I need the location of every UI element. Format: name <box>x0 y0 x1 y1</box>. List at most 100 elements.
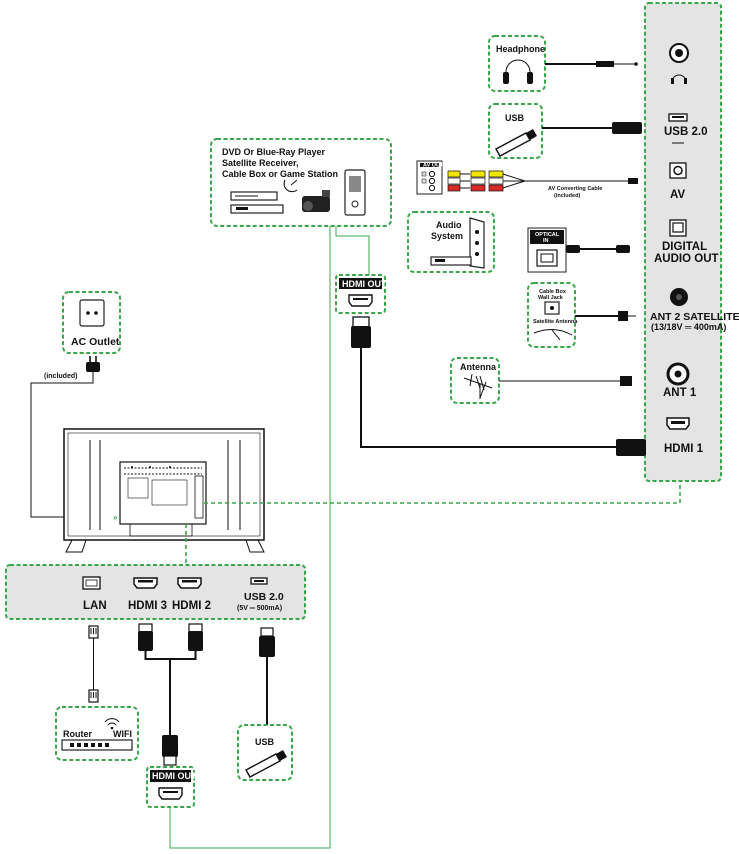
included-label: (included) <box>44 373 77 380</box>
optical-label1: OPTICAL <box>535 232 560 238</box>
bottom-connector-panel: LAN HDMI 3 HDMI 2 USB 2.0 (5V ═ 500mA) <box>5 564 306 620</box>
satellite-wall-jack-device: Cable Box Wall Jack Satellite Antenna <box>527 282 578 348</box>
coax-port-icon <box>676 294 682 300</box>
hdmi-port-icon <box>138 580 153 583</box>
usb-bottom-device: USB <box>237 724 293 781</box>
tv-foot-right <box>245 539 265 553</box>
hdmi-out-top-label: HDMI OUT <box>342 279 387 289</box>
hdmi2-label: HDMI 2 <box>172 600 211 612</box>
lan-label: LAN <box>83 600 107 612</box>
antenna-icon <box>463 373 493 399</box>
lan-port[interactable] <box>82 576 101 590</box>
tv-foot-left <box>65 539 87 553</box>
usb-2-0-side-port[interactable] <box>668 113 688 122</box>
hdmi3-plug <box>138 623 153 651</box>
power-cord <box>30 372 110 518</box>
audio-system-device: Audio System <box>407 211 495 273</box>
av-port-icon <box>673 165 683 176</box>
lan-port-icon <box>85 579 98 587</box>
ant2-voltage-label: (13/18V ═ 400mA) <box>651 322 726 332</box>
headphone-jack[interactable] <box>669 43 689 84</box>
camcorder-icon <box>302 190 330 212</box>
hdmi2-plug <box>188 623 203 651</box>
av-label: AV <box>670 189 685 201</box>
hdmi1-port[interactable] <box>666 417 690 430</box>
hdmi3-port[interactable] <box>133 577 158 589</box>
satellite-antenna-icon <box>533 329 573 341</box>
hdmi1-cable <box>360 348 622 448</box>
router-label: Router <box>63 729 92 739</box>
usb-stick-icon <box>495 129 537 157</box>
headphone-device: Headphone <box>488 35 546 92</box>
router-device: Router WIFI <box>55 706 139 761</box>
antenna-label: Antenna <box>460 362 497 372</box>
cable-box-icon <box>230 191 284 214</box>
digital-label: DIGITAL <box>662 241 707 253</box>
optical-label2: IN <box>543 238 549 244</box>
usb-bottom-label: USB <box>255 737 275 747</box>
optical-in-block: OPTICAL IN <box>527 227 567 273</box>
audio-line1: Audio <box>436 220 462 230</box>
optical-port-icon <box>672 222 684 233</box>
tv-back: » <box>63 428 265 553</box>
headphone-label: Headphone <box>496 44 545 54</box>
router-ports <box>70 743 109 747</box>
hdmi1-label: HDMI 1 <box>664 443 704 455</box>
av-out-block: AV OUT <box>416 160 444 195</box>
ant1-port[interactable] <box>666 362 690 386</box>
game-console-icon <box>344 169 366 216</box>
hdmi-port-icon <box>158 787 183 800</box>
usb-bottom-label1: USB 2.0 <box>244 591 284 603</box>
power-arrow-icon: » <box>113 513 118 522</box>
usb-port-icon <box>254 580 264 582</box>
speaker-icon <box>469 217 485 269</box>
hdmi-out-bottom-device: HDMI OUT <box>146 766 197 808</box>
av-rca-plugs <box>447 170 526 192</box>
dvd-player-device: DVD Or Blue-Ray Player Satellite Receive… <box>210 138 392 227</box>
dvd-line3: Cable Box or Game Station <box>222 169 338 179</box>
hdmi-port-icon <box>671 421 685 424</box>
power-plug-icon <box>86 356 100 372</box>
usb-port-icon <box>672 116 684 118</box>
wifi-icon <box>104 718 120 730</box>
hdmi3-label: HDMI 3 <box>128 600 167 612</box>
usb-top-label: USB <box>505 113 525 123</box>
sat-line2: Wall Jack <box>538 295 564 301</box>
ant2-satellite-port[interactable] <box>670 288 688 306</box>
antenna-device: Antenna <box>450 357 500 404</box>
satellite-dish-icon <box>283 179 298 193</box>
dvd-line1: DVD Or Blue-Ray Player <box>222 147 326 157</box>
coax-port-icon <box>674 370 682 378</box>
ant1-label: ANT 1 <box>663 387 697 399</box>
source-leader-line <box>169 226 331 849</box>
usb-bottom-plug <box>259 627 275 657</box>
hdmi-port-icon <box>182 580 197 583</box>
usb-2-0-bottom-port[interactable] <box>250 577 268 585</box>
audio-out-label: AUDIO OUT <box>654 253 719 265</box>
ant2-satellite-label: ANT 2 SATELLITE <box>650 311 739 323</box>
amplifier-icon <box>430 256 472 266</box>
usb-top-device: USB <box>488 103 543 159</box>
usb-stick-icon <box>245 750 287 778</box>
sat-line1: Cable Box <box>539 289 567 295</box>
audio-line2: System <box>431 231 463 241</box>
usb-bottom-label2: (5V ═ 500mA) <box>237 605 282 612</box>
av-in-port[interactable] <box>669 162 687 179</box>
hdmi-y-cable <box>144 651 197 735</box>
wifi-label: WIFI <box>113 729 132 739</box>
hdmi-top-plug <box>351 316 371 348</box>
hdmi-bottom-plug <box>162 735 178 766</box>
side-panel-leader <box>204 481 681 504</box>
hdmi-out-top-device: HDMI OUT <box>335 274 387 314</box>
hdmi-port-icon <box>348 294 373 307</box>
av-out-label: AV OUT <box>423 163 444 169</box>
av-cable-label2: (included) <box>554 193 580 199</box>
digital-audio-out-port[interactable] <box>669 219 687 237</box>
dvd-line2: Satellite Receiver, <box>222 158 299 168</box>
ac-outlet-label: AC Outlet <box>71 336 120 348</box>
sat-line3: Satellite Antenna <box>533 319 578 325</box>
hdmi2-port[interactable] <box>177 577 202 589</box>
usb-2-0-label: USB 2.0 <box>664 126 707 138</box>
ac-outlet-device: AC Outlet <box>62 291 121 354</box>
